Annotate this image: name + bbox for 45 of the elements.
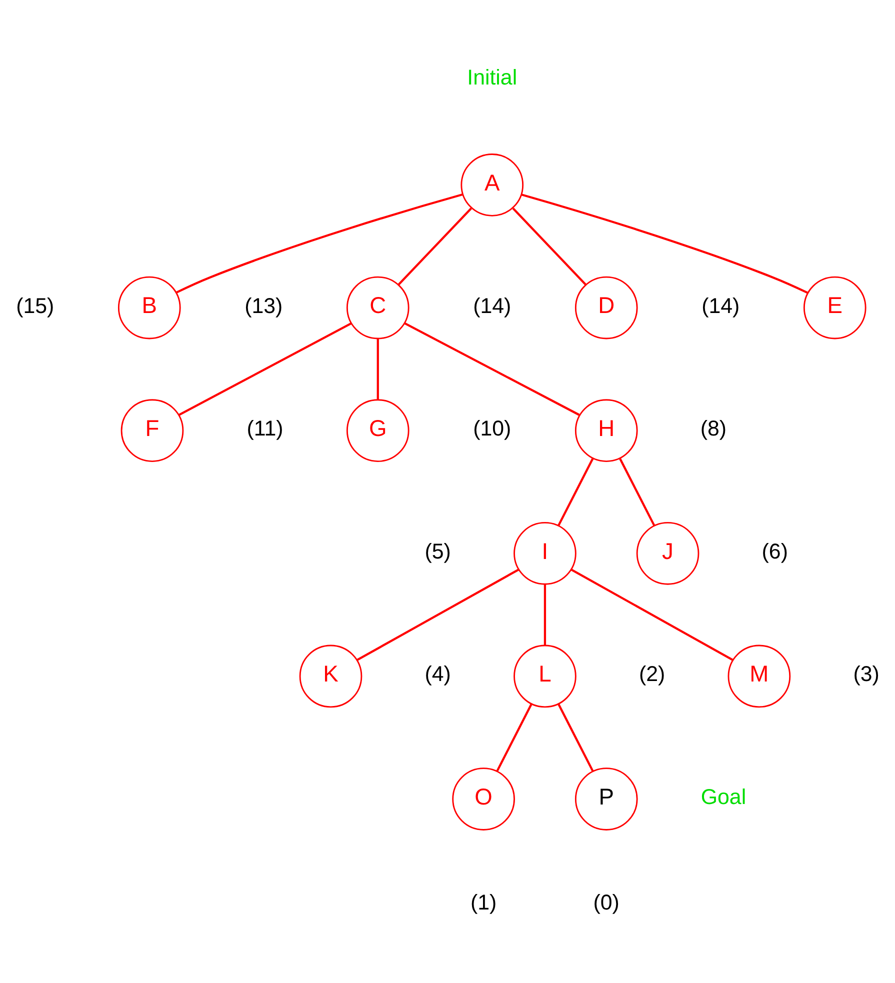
node-label: (8) bbox=[700, 416, 727, 440]
connector bbox=[178, 322, 352, 416]
node-circle: K bbox=[299, 644, 362, 708]
connector bbox=[619, 458, 656, 526]
node-circle: O bbox=[452, 767, 515, 830]
node-circle: C bbox=[346, 276, 410, 339]
node-circle: P bbox=[574, 767, 638, 830]
connector bbox=[176, 193, 463, 293]
node-circle: E bbox=[803, 276, 866, 339]
connector bbox=[496, 703, 532, 772]
connector bbox=[558, 458, 594, 526]
node-label: (13) bbox=[244, 293, 283, 318]
connector bbox=[521, 193, 808, 294]
node-label: Goal bbox=[700, 784, 746, 809]
node-circle: F bbox=[120, 398, 184, 462]
node-circle: M bbox=[728, 644, 791, 708]
node-label: (3) bbox=[853, 662, 880, 686]
node-label: (2) bbox=[638, 662, 666, 686]
node-circle: D bbox=[574, 276, 638, 339]
connector bbox=[356, 568, 520, 660]
node-circle: G bbox=[346, 398, 410, 462]
connector bbox=[376, 338, 379, 400]
connector bbox=[570, 568, 734, 660]
node-label: (15) bbox=[16, 293, 54, 318]
node-label: (1) bbox=[470, 890, 497, 914]
connector bbox=[544, 584, 546, 645]
node-label: (4) bbox=[424, 662, 451, 686]
node-circle: J bbox=[636, 522, 700, 584]
connector bbox=[512, 207, 586, 285]
node-circle: B bbox=[118, 276, 181, 339]
node-circle: I bbox=[514, 522, 576, 584]
connector bbox=[404, 322, 580, 416]
node-label: (6) bbox=[762, 538, 788, 563]
node-label: (0) bbox=[593, 890, 620, 914]
node-label: (14) bbox=[473, 293, 512, 318]
node-label: (14) bbox=[702, 293, 740, 318]
connector bbox=[398, 207, 472, 285]
node-label: Initial bbox=[467, 64, 518, 89]
node-circle: L bbox=[514, 644, 576, 708]
node-circle: H bbox=[574, 398, 638, 462]
node-label: (5) bbox=[424, 538, 451, 563]
node-label: (11) bbox=[246, 416, 284, 440]
connector bbox=[558, 703, 594, 772]
node-circle: A bbox=[460, 153, 524, 216]
node-label: (10) bbox=[473, 416, 512, 440]
